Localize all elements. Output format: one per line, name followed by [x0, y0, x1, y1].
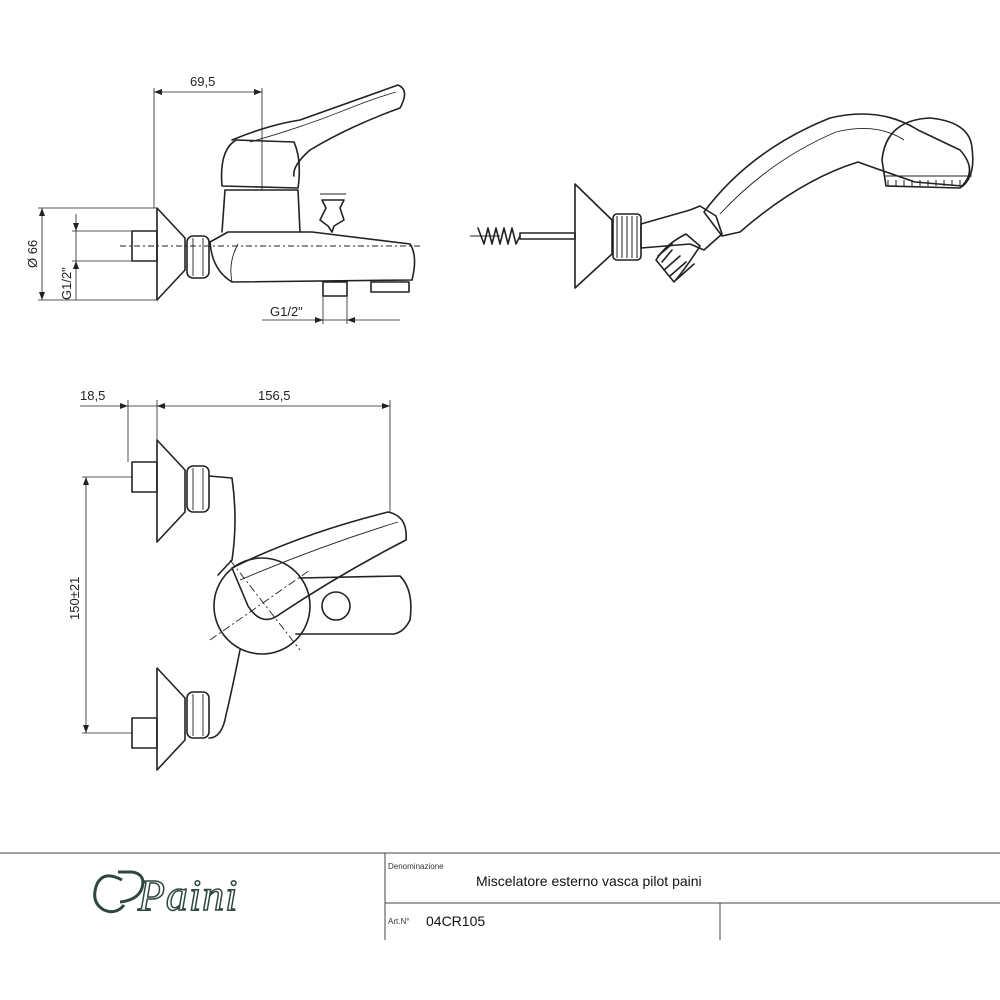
- dim-depth: 156,5: [258, 388, 291, 403]
- dim-inlet-thread: G1/2": [59, 267, 74, 300]
- side-view-dimensions: [38, 88, 400, 324]
- designation-value: Miscelatore esterno vasca pilot paini: [476, 873, 702, 889]
- article-value: 04CR105: [426, 913, 485, 929]
- title-block: [0, 852, 1000, 940]
- dim-outlet-thread: G1/2": [270, 304, 303, 319]
- dim-offset: 18,5: [80, 388, 105, 403]
- mixer-side-view: [120, 84, 420, 301]
- paini-logo: Paini: [93, 870, 238, 921]
- mixer-top-view: [131, 439, 412, 771]
- designation-label: Denominazione: [388, 862, 444, 871]
- hand-shower-view: [470, 113, 974, 289]
- article-label: Art.N°: [388, 917, 409, 926]
- dim-center-distance: 150±21: [67, 577, 82, 620]
- logo-text: Paini: [137, 871, 238, 920]
- top-view-dimensions: [80, 400, 391, 734]
- dim-top-width: 69,5: [190, 74, 215, 89]
- dim-body-diameter: Ø 66: [25, 240, 40, 268]
